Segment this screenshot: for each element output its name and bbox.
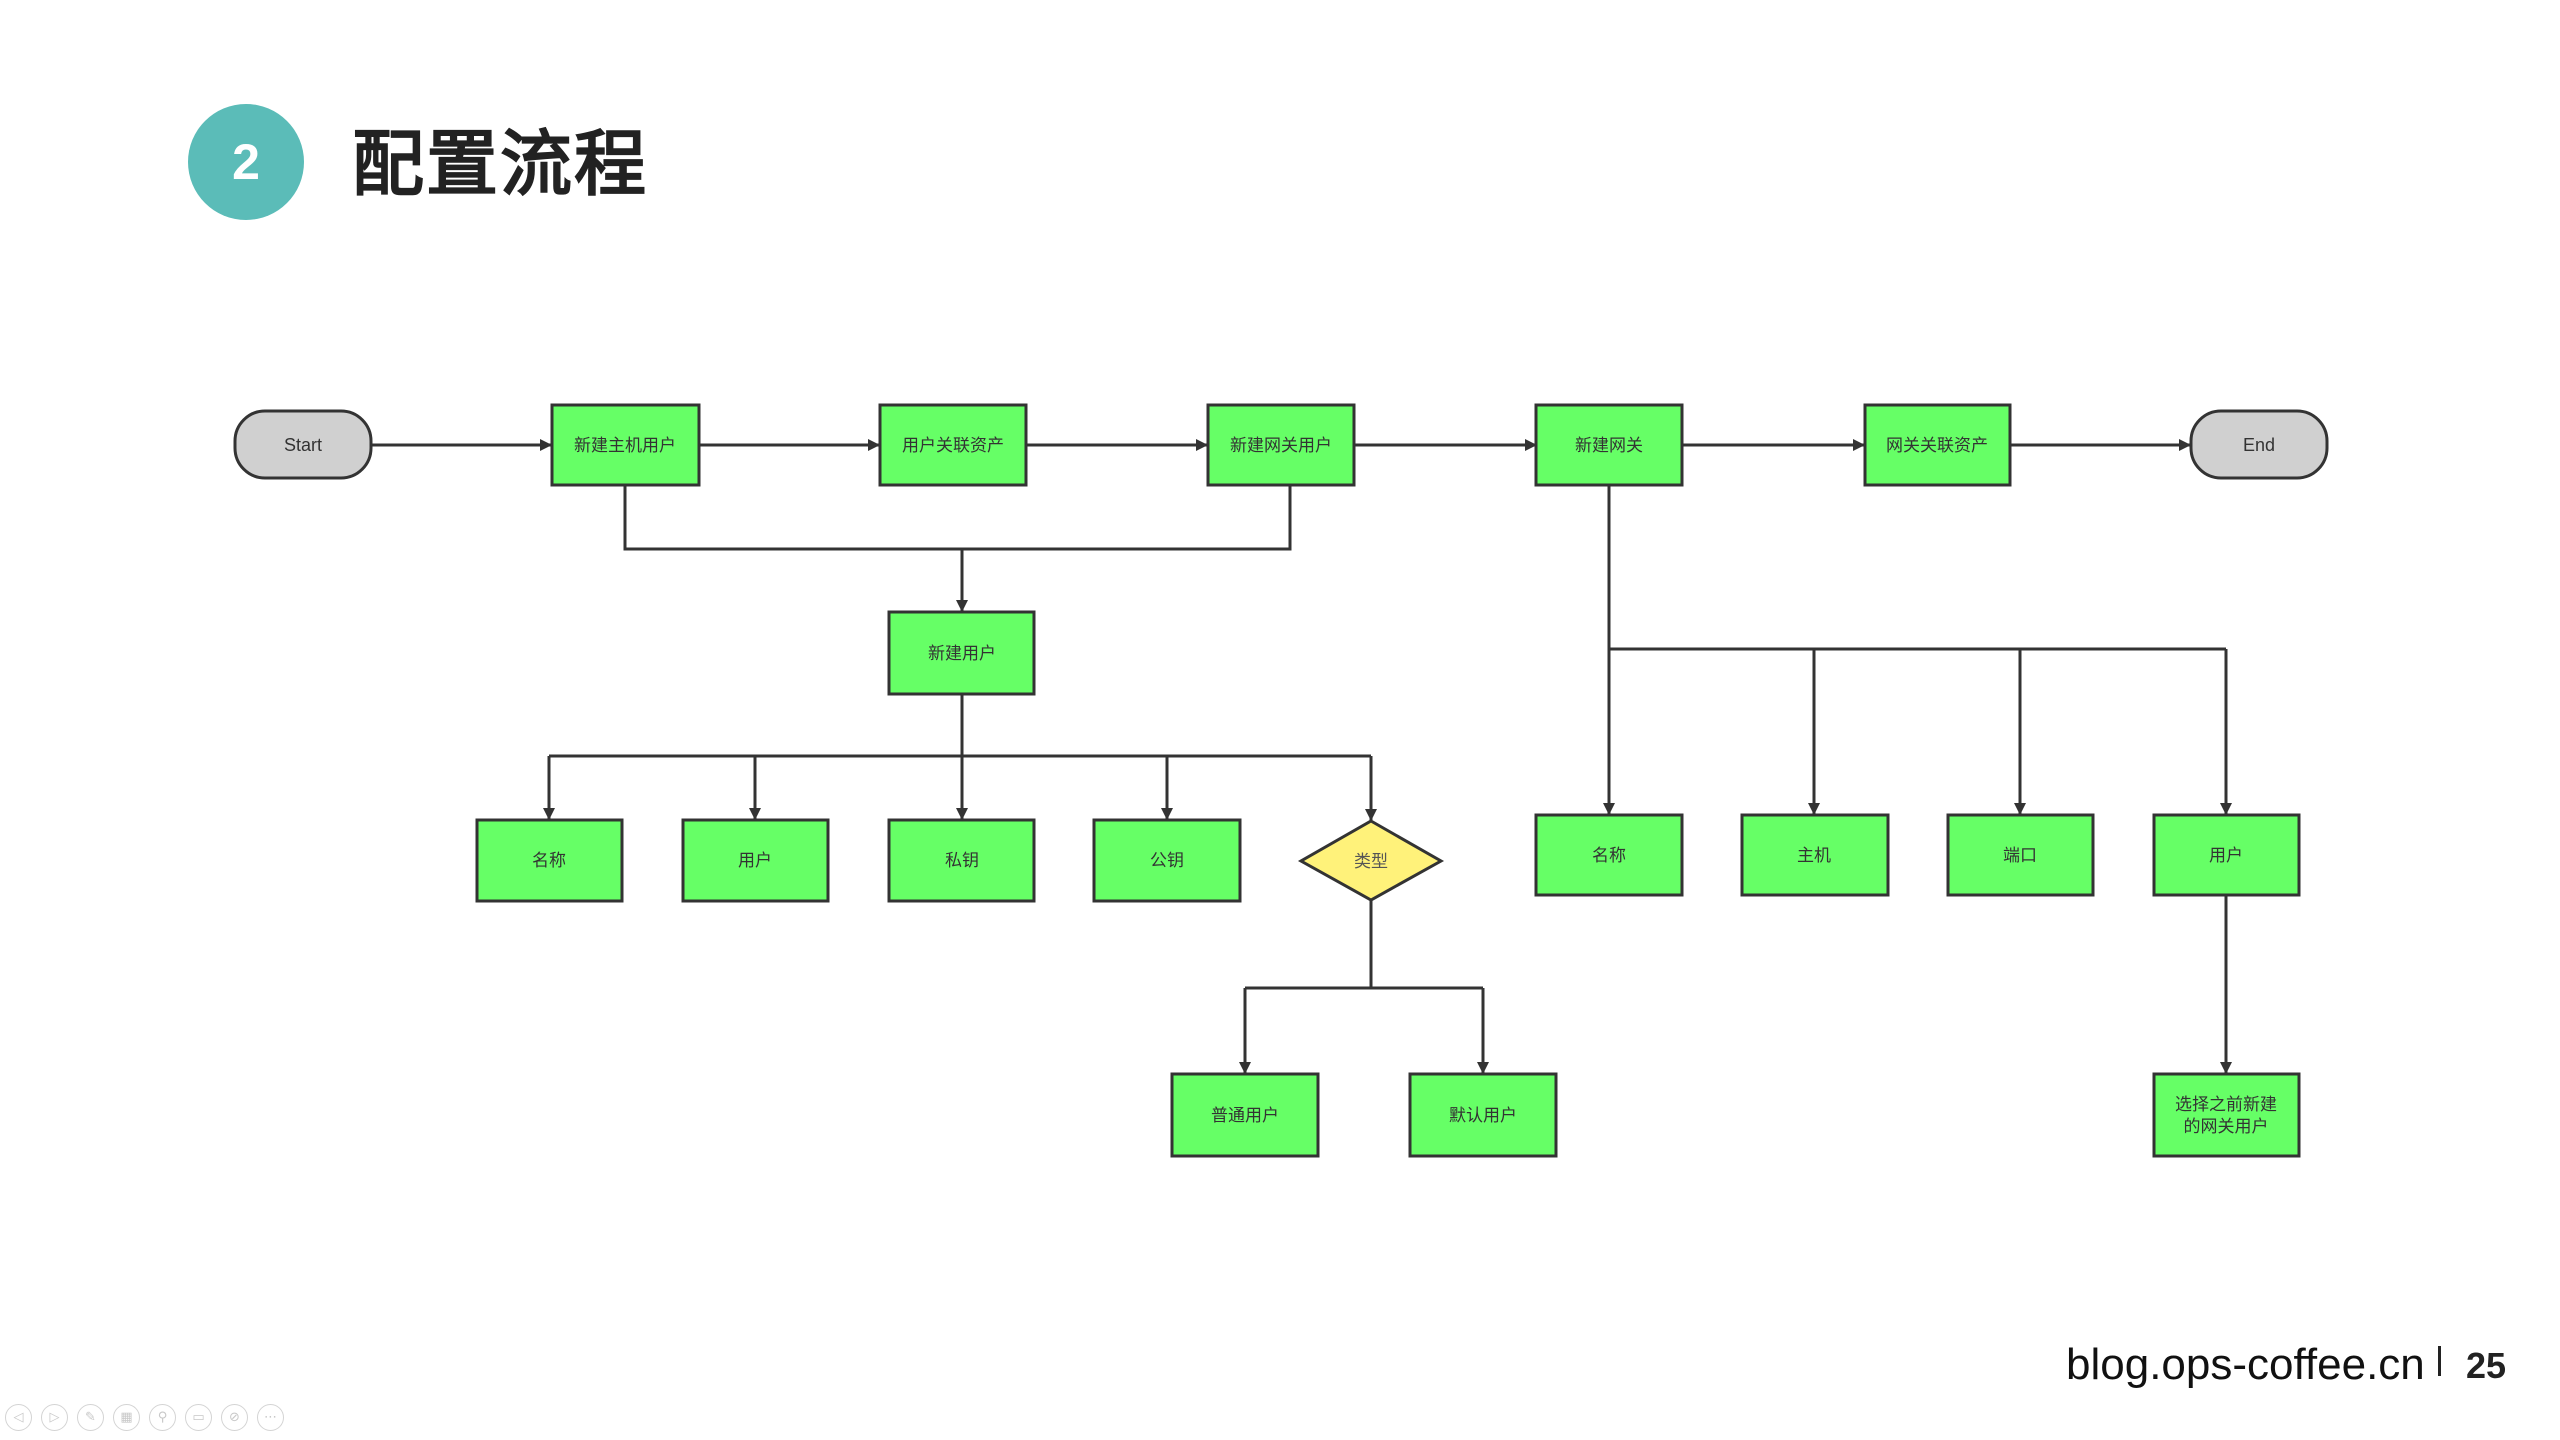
field-label: 公钥 <box>1150 851 1184 871</box>
option-normal-user: 普通用户 <box>1170 1072 1320 1158</box>
edge-step3-join <box>962 485 1292 551</box>
field-label: 名称 <box>532 851 566 871</box>
subtitle-icon[interactable]: ▭ <box>185 1404 212 1431</box>
step-label: 新建主机用户 <box>574 436 676 456</box>
section-number: 2 <box>232 134 260 190</box>
step-create-gateway: 新建网关 <box>1534 403 1684 487</box>
end-label: End <box>2243 435 2275 455</box>
more-icon[interactable]: ⋯ <box>257 1404 284 1431</box>
step-create-host-user: 新建主机用户 <box>550 403 701 487</box>
field-private-key: 私钥 <box>887 818 1036 903</box>
start-node: Start <box>233 409 373 480</box>
gw-field-name: 名称 <box>1534 813 1684 897</box>
page-number: 25 <box>2466 1345 2507 1386</box>
edge-step1-join <box>623 485 962 551</box>
step-label: 网关关联资产 <box>1886 436 1988 456</box>
node-label: 新建用户 <box>928 644 996 664</box>
field-user-name: 名称 <box>475 818 624 903</box>
start-label: Start <box>284 435 322 455</box>
gw-user-note: 选择之前新建 的网关用户 <box>2152 1072 2301 1158</box>
option-label: 默认用户 <box>1449 1106 1517 1126</box>
option-label: 普通用户 <box>1211 1106 1279 1126</box>
zoom-icon[interactable]: ⚲ <box>149 1404 176 1431</box>
footer-divider <box>2438 1346 2441 1376</box>
step-label: 新建网关用户 <box>1230 436 1332 456</box>
prev-icon[interactable]: ◁ <box>5 1404 32 1431</box>
slides-icon[interactable]: ▦ <box>113 1404 140 1431</box>
decision-type: 类型 <box>1297 819 1445 902</box>
field-user-account: 用户 <box>681 818 830 903</box>
field-label: 用户 <box>2209 846 2243 866</box>
field-label: 主机 <box>1797 846 1831 866</box>
field-label: 私钥 <box>945 851 979 871</box>
note-line-1: 选择之前新建 <box>2175 1095 2277 1115</box>
field-public-key: 公钥 <box>1092 818 1242 903</box>
step-label: 新建网关 <box>1575 436 1643 456</box>
gw-field-user: 用户 <box>2152 813 2301 897</box>
field-label: 名称 <box>1592 846 1626 866</box>
step-gateway-link-assets: 网关关联资产 <box>1863 403 2012 487</box>
option-default-user: 默认用户 <box>1408 1072 1558 1158</box>
gw-field-host: 主机 <box>1740 813 1890 897</box>
field-label: 端口 <box>2003 846 2037 866</box>
node-new-user: 新建用户 <box>887 610 1036 696</box>
step-label: 用户关联资产 <box>902 436 1004 456</box>
step-create-gateway-user: 新建网关用户 <box>1206 403 1356 487</box>
footer-url: blog.ops-coffee.cn <box>2066 1340 2425 1389</box>
player-controls: ◁ ▷ ✎ ▦ ⚲ ▭ ⊘ ⋯ <box>5 1404 284 1431</box>
step-user-link-assets: 用户关联资产 <box>878 403 1028 487</box>
end-node: End <box>2189 409 2329 480</box>
decision-label: 类型 <box>1354 852 1388 872</box>
section-number-badge: 2 <box>188 104 304 220</box>
camera-off-icon[interactable]: ⊘ <box>221 1404 248 1431</box>
field-label: 用户 <box>738 851 772 871</box>
slide-title: 配置流程 <box>352 122 649 206</box>
pen-icon[interactable]: ✎ <box>77 1404 104 1431</box>
gw-field-port: 端口 <box>1946 813 2095 897</box>
note-line-2: 的网关用户 <box>2184 1117 2269 1137</box>
next-icon[interactable]: ▷ <box>41 1404 68 1431</box>
